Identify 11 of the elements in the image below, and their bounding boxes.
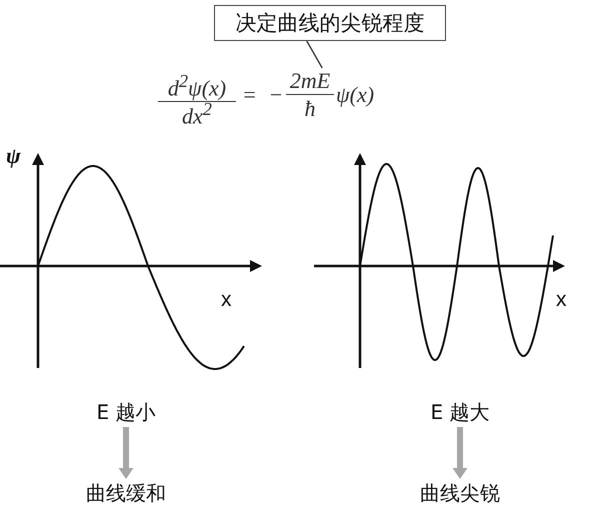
axis-label: x — [556, 289, 566, 310]
axis-label: x — [221, 289, 232, 310]
text-label: 曲线缓和 — [86, 482, 166, 505]
arrow — [452, 427, 468, 479]
text-label: E 越大 — [430, 401, 490, 424]
text-label: 曲线尖锐 — [420, 482, 500, 505]
callout-box: 决定曲线的尖锐程度 — [214, 5, 446, 41]
leader-line — [306, 40, 323, 68]
axis-label: ψ — [6, 145, 21, 167]
text-label: E 越小 — [96, 401, 156, 424]
arrow — [118, 427, 134, 479]
